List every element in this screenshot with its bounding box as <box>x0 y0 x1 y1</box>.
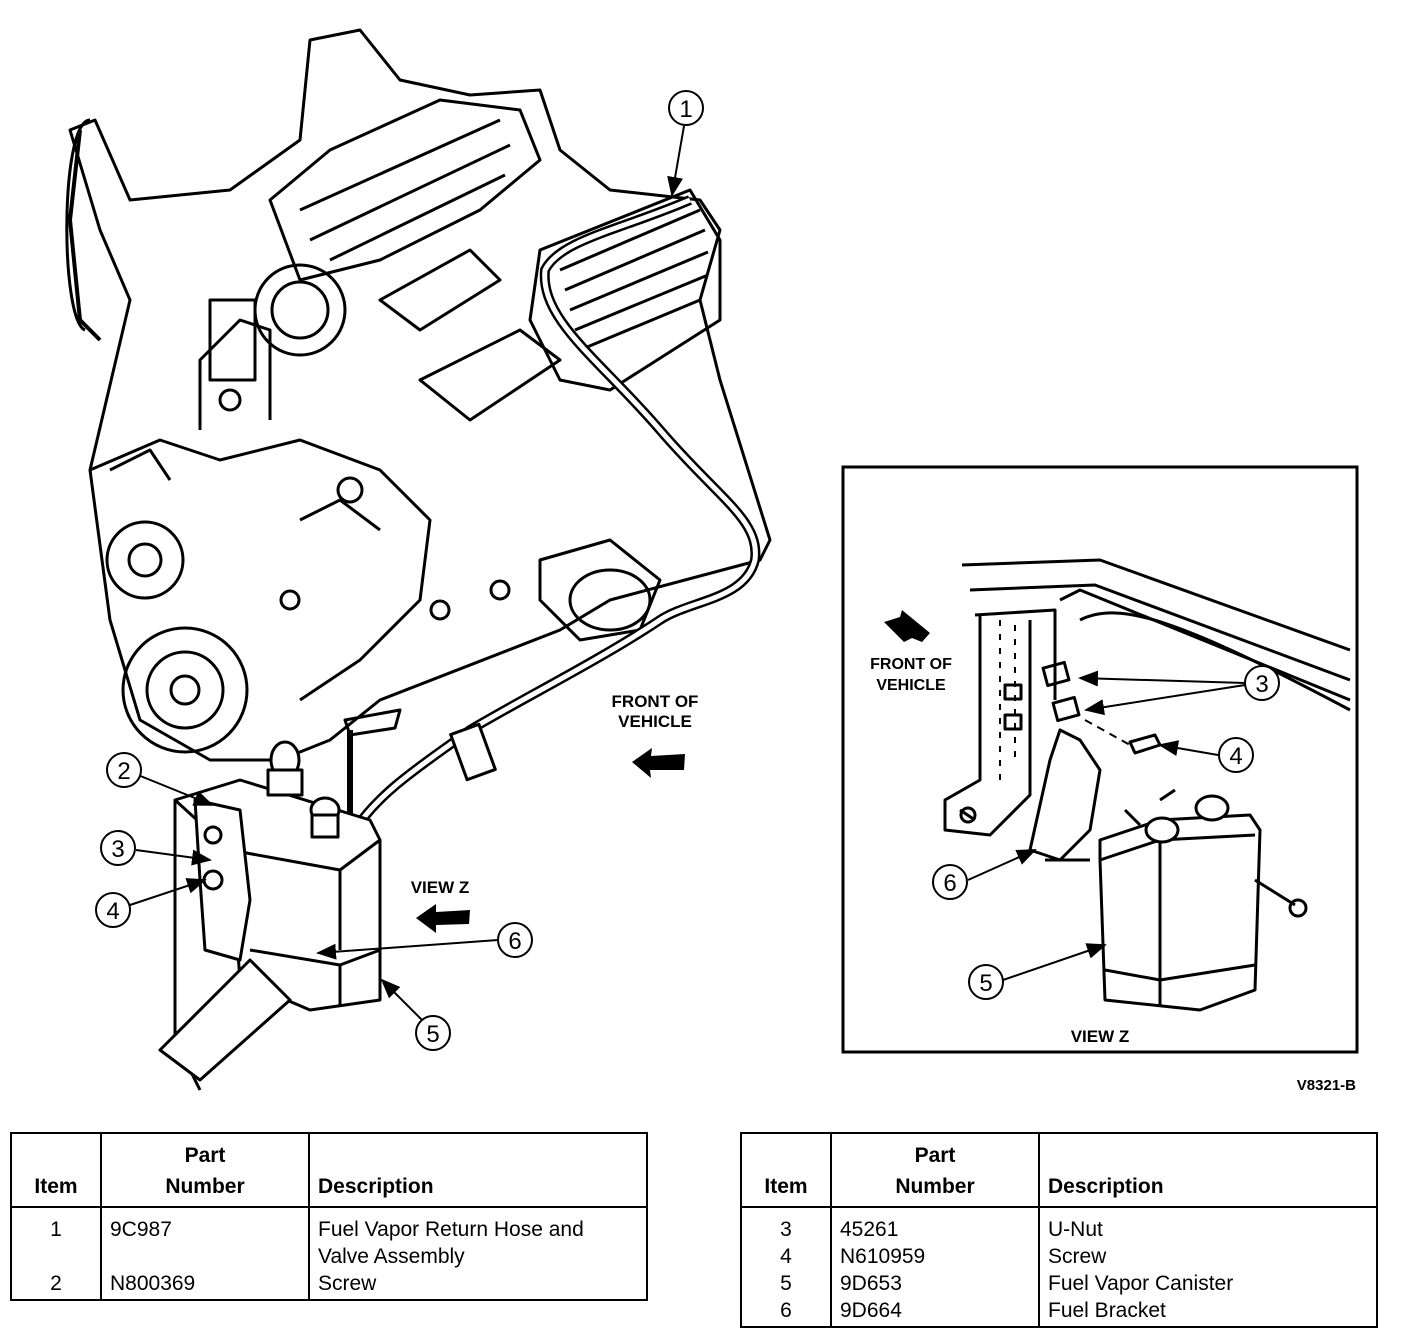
front-arrow-inset-icon <box>884 610 930 642</box>
cell-part-number: 9D653 <box>830 1270 1040 1297</box>
header-item: Item <box>740 1133 832 1208</box>
table-row: 5 9D653 Fuel Vapor Canister <box>740 1270 1378 1297</box>
callout-3-main: 3 <box>100 830 136 866</box>
header-item: Item <box>10 1133 102 1208</box>
front-of-vehicle-main-line1: FRONT OF <box>612 692 699 711</box>
cell-item: 6 <box>740 1297 832 1327</box>
header-part-line1: Part <box>184 1144 226 1167</box>
header-description: Description <box>308 1133 648 1208</box>
callout-5-main-number: 5 <box>426 1021 439 1048</box>
callout-3-inset-number: 3 <box>1255 671 1268 698</box>
cell-part-number: N800369 <box>100 1270 310 1300</box>
table-row: 6 9D664 Fuel Bracket <box>740 1297 1378 1327</box>
view-z-main: VIEW Z <box>411 878 470 933</box>
callout-5-inset-number: 5 <box>979 970 992 997</box>
cell-description: U-Nut <box>1038 1207 1378 1243</box>
callout-3-inset: 3 <box>1244 665 1280 701</box>
callout-6-inset-number: 6 <box>943 870 956 897</box>
cell-description: Screw <box>1038 1243 1378 1270</box>
view-z-arrow-main-icon <box>416 904 470 933</box>
callout-2-number: 2 <box>117 758 130 785</box>
cell-part-number: 9C987 <box>100 1207 310 1270</box>
callout-6-main-number: 6 <box>508 928 521 955</box>
inset-view-z: FRONT OF VEHICLE VIEW Z 3 4 6 5 <box>841 465 1359 1054</box>
callout-1: 1 <box>668 90 704 126</box>
main-callouts <box>129 125 685 1021</box>
table-row: 4 N610959 Screw <box>740 1243 1378 1270</box>
front-of-vehicle-main: FRONT OF VEHICLE <box>612 692 699 778</box>
cell-description: Screw <box>308 1270 648 1300</box>
front-arrow-main-icon <box>632 748 685 778</box>
inset-illustration <box>943 558 1351 1012</box>
view-z-inset-label: VIEW Z <box>1071 1027 1130 1046</box>
callout-4-main: 4 <box>95 892 131 928</box>
engine-illustration <box>65 28 772 850</box>
callout-4-inset-number: 4 <box>1229 743 1242 770</box>
cell-description: Fuel Bracket <box>1038 1297 1378 1327</box>
cell-item: 3 <box>740 1207 832 1243</box>
header-part-line1: Part <box>914 1144 956 1167</box>
parts-table-left: Item Part Number Description 1 9C987 Fue… <box>10 1132 648 1301</box>
cell-item: 5 <box>740 1270 832 1297</box>
callout-6-inset: 6 <box>932 864 968 900</box>
parts-table-right: Item Part Number Description 3 45261 U-N… <box>740 1132 1378 1328</box>
header-part-line2: Number <box>895 1175 975 1198</box>
callout-1-number: 1 <box>679 96 692 123</box>
cell-item: 2 <box>10 1270 102 1300</box>
callout-3-main-number: 3 <box>111 836 124 863</box>
header-part-number: Part Number <box>100 1133 310 1208</box>
cell-item: 4 <box>740 1243 832 1270</box>
table-header-row: Item Part Number Description <box>740 1133 1378 1208</box>
callout-4-main-number: 4 <box>106 898 119 925</box>
header-part-number: Part Number <box>830 1133 1040 1208</box>
header-description: Description <box>1038 1133 1378 1208</box>
callout-5-main: 5 <box>415 1015 451 1051</box>
view-z-main-label: VIEW Z <box>411 878 470 897</box>
table-row: 3 45261 U-Nut <box>740 1207 1378 1243</box>
header-part-line2: Number <box>165 1175 245 1198</box>
callout-5-inset: 5 <box>968 964 1004 1000</box>
cell-part-number: N610959 <box>830 1243 1040 1270</box>
front-of-vehicle-main-line2: VEHICLE <box>618 712 692 731</box>
callout-2: 2 <box>106 752 142 788</box>
table-row: 2 N800369 Screw <box>10 1270 648 1300</box>
cell-item: 1 <box>10 1207 102 1270</box>
table-row: 1 9C987 Fuel Vapor Return Hose and Valve… <box>10 1207 648 1270</box>
front-of-vehicle-inset-line1: FRONT OF <box>870 656 952 673</box>
callout-4-inset: 4 <box>1218 737 1254 773</box>
cell-part-number: 45261 <box>830 1207 1040 1243</box>
cell-description: Fuel Vapor Canister <box>1038 1270 1378 1297</box>
cell-description: Fuel Vapor Return Hose and Valve Assembl… <box>308 1207 648 1270</box>
table-header-row: Item Part Number Description <box>10 1133 648 1208</box>
cell-part-number: 9D664 <box>830 1297 1040 1327</box>
front-of-vehicle-inset-line2: VEHICLE <box>876 677 946 694</box>
inset-frame <box>841 465 1359 1054</box>
callout-6-main: 6 <box>497 922 533 958</box>
figure-code: V8321-B <box>1297 1077 1356 1094</box>
